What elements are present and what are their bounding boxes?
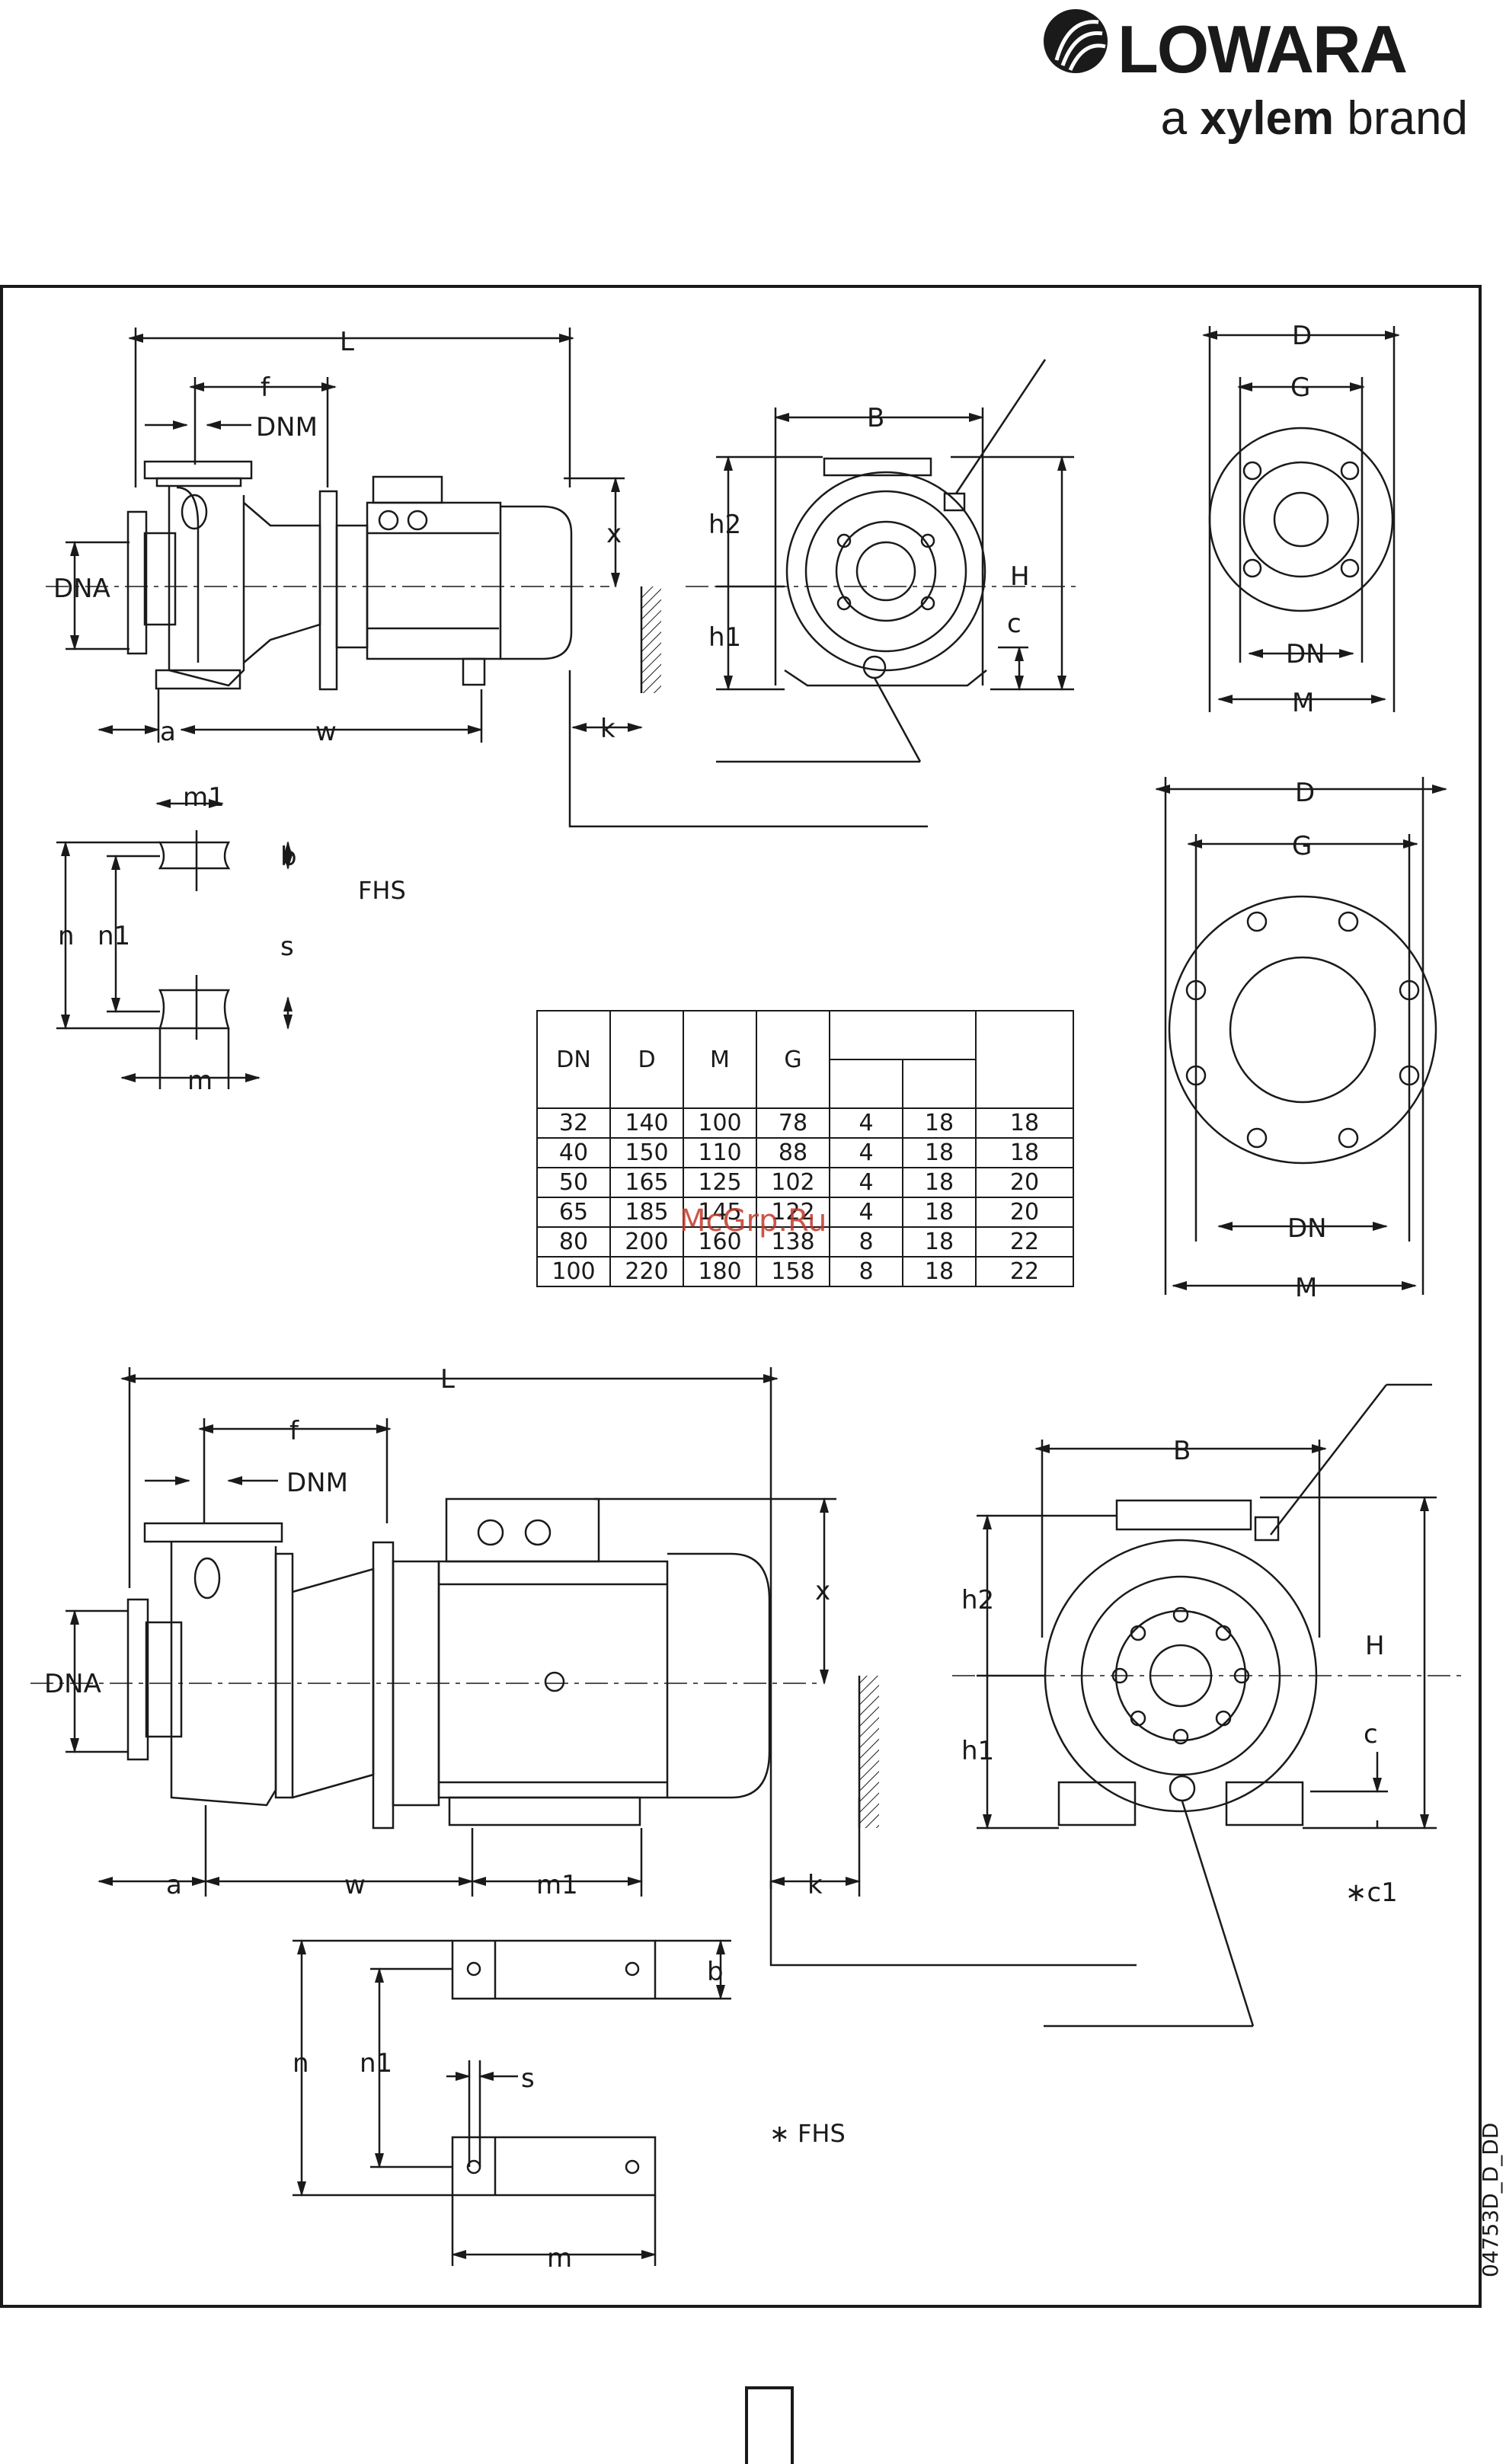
dimension-labels: L f DNM DNA a w x k B h2 h1 H c D G DN M… bbox=[44, 321, 1398, 2274]
small-foot-detail bbox=[56, 799, 293, 1089]
svg-text:w: w bbox=[344, 1870, 366, 1900]
svg-text:H: H bbox=[1010, 561, 1030, 592]
brand-tagline: a xylem brand bbox=[1160, 92, 1468, 145]
svg-text:a: a bbox=[160, 717, 176, 747]
svg-text:h2: h2 bbox=[708, 510, 741, 540]
header-blank-sub2 bbox=[902, 1059, 977, 1109]
svg-text:f: f bbox=[261, 372, 270, 403]
bottom-front-view bbox=[952, 1383, 1463, 2028]
header-d: D bbox=[609, 1010, 684, 1109]
svg-text:m: m bbox=[187, 1066, 213, 1096]
header-blank-group bbox=[829, 1010, 977, 1060]
svg-text:DN: DN bbox=[1287, 1213, 1327, 1244]
svg-text:DN: DN bbox=[1286, 639, 1325, 670]
svg-text:DNM: DNM bbox=[256, 412, 318, 443]
svg-text:n: n bbox=[58, 921, 75, 951]
svg-text:x: x bbox=[815, 1576, 830, 1606]
top-front-view bbox=[686, 359, 1082, 763]
fhs-label-bottom: ∗ FHS bbox=[769, 2119, 846, 2148]
header-g: G bbox=[756, 1010, 830, 1109]
svg-text:∗c1: ∗c1 bbox=[1345, 1878, 1398, 1908]
svg-text:n1: n1 bbox=[360, 2048, 392, 2079]
drawing-code: 04753D_D_DD bbox=[1478, 2122, 1503, 2277]
header-blank-sub1 bbox=[829, 1059, 903, 1109]
svg-text:G: G bbox=[1292, 831, 1312, 861]
brand-name: LOWARA bbox=[1118, 11, 1408, 87]
drawing-frame bbox=[0, 285, 1482, 2308]
svg-text:B: B bbox=[867, 403, 884, 433]
header-m: M bbox=[683, 1010, 757, 1109]
svg-text:f: f bbox=[289, 1416, 299, 1446]
svg-text:h2: h2 bbox=[961, 1585, 994, 1616]
brand-logo: LOWARA a xylem brand bbox=[1041, 0, 1468, 152]
svg-text:h1: h1 bbox=[708, 622, 741, 653]
svg-text:k: k bbox=[807, 1870, 823, 1900]
svg-text:G: G bbox=[1290, 372, 1310, 403]
svg-text:n: n bbox=[293, 2048, 309, 2079]
bottom-side-view bbox=[30, 1367, 1137, 1967]
lowara-swirl-icon bbox=[1044, 9, 1108, 73]
top-side-view bbox=[46, 328, 928, 828]
svg-text:a: a bbox=[166, 1870, 182, 1900]
svg-text:DNA: DNA bbox=[53, 574, 110, 604]
fhs-label-top: FHS bbox=[358, 876, 406, 905]
large-foot-detail bbox=[293, 1939, 731, 2266]
svg-text:s: s bbox=[280, 932, 294, 962]
header-dn: DN bbox=[536, 1010, 611, 1109]
svg-text:m1: m1 bbox=[183, 782, 225, 813]
svg-text:M: M bbox=[1292, 688, 1314, 718]
svg-text:m1: m1 bbox=[536, 1870, 578, 1900]
svg-text:D: D bbox=[1295, 778, 1315, 808]
page-number-box bbox=[745, 2386, 794, 2464]
svg-text:c: c bbox=[1007, 609, 1022, 639]
svg-text:w: w bbox=[315, 717, 337, 747]
svg-text:n1: n1 bbox=[98, 921, 130, 951]
svg-text:DNM: DNM bbox=[286, 1468, 348, 1498]
svg-text:B: B bbox=[1173, 1436, 1191, 1466]
svg-text:s: s bbox=[521, 2063, 535, 2094]
svg-text:H: H bbox=[1365, 1631, 1385, 1661]
svg-text:DNA: DNA bbox=[44, 1669, 101, 1699]
svg-text:x: x bbox=[606, 519, 622, 549]
svg-text:k: k bbox=[600, 714, 616, 744]
svg-text:m: m bbox=[547, 2243, 572, 2274]
svg-text:b: b bbox=[707, 1957, 724, 1987]
svg-text:b: b bbox=[280, 842, 297, 872]
svg-text:h1: h1 bbox=[961, 1736, 994, 1766]
watermark: McGrp.Ru bbox=[679, 1203, 827, 1238]
svg-text:M: M bbox=[1295, 1273, 1317, 1303]
small-flange bbox=[1202, 326, 1400, 712]
svg-text:c: c bbox=[1364, 1719, 1378, 1750]
header-blank bbox=[975, 1010, 1074, 1109]
svg-text:L: L bbox=[440, 1364, 455, 1395]
svg-text:D: D bbox=[1292, 321, 1312, 351]
large-flange bbox=[1155, 777, 1447, 1295]
svg-text:L: L bbox=[340, 327, 354, 357]
